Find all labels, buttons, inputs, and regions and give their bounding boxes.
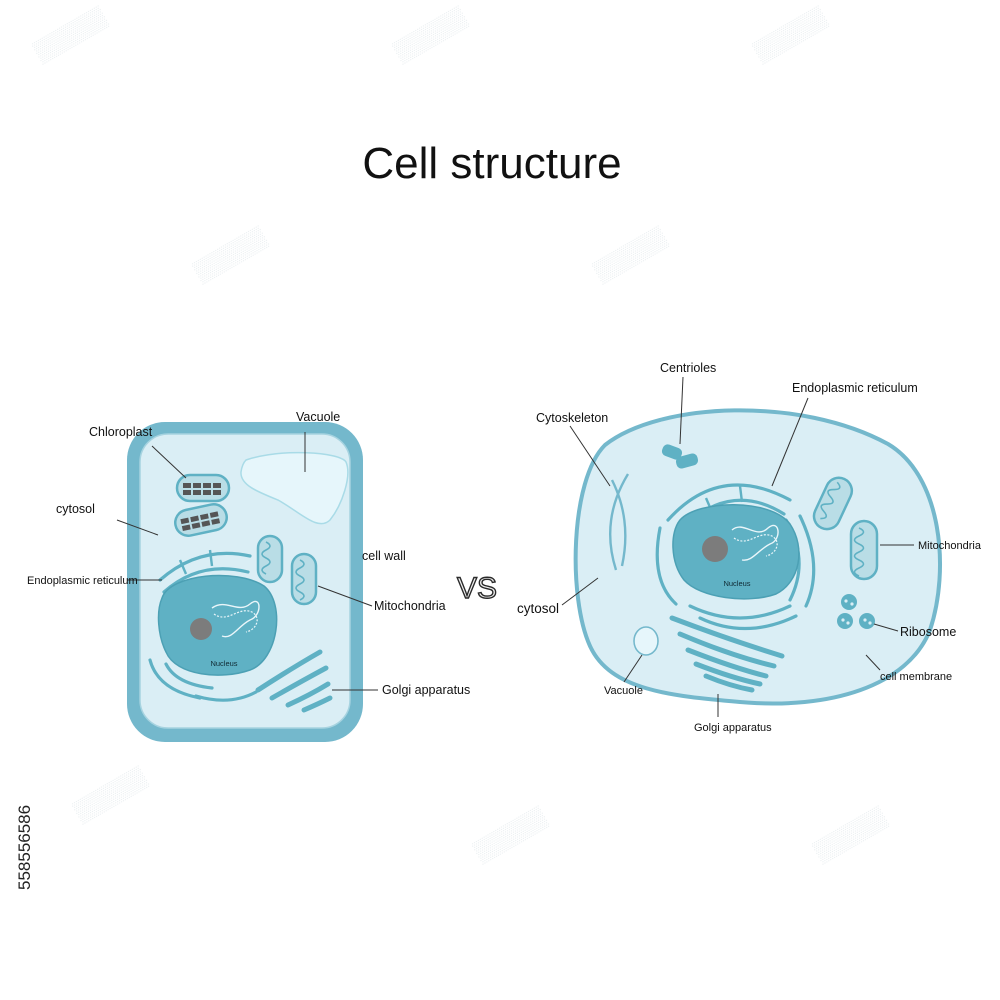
plant-mitochondrion <box>290 552 318 606</box>
plant-mitochondria-leader <box>317 585 373 607</box>
animal-ribosomes <box>837 594 875 629</box>
plant-endoplasmic-reticulum <box>148 549 258 702</box>
svg-text:▒▒▒▒▒: ▒▒▒▒▒ <box>750 4 831 66</box>
plant-chloroplast-label: Chloroplast <box>89 425 153 439</box>
animal-mitochondrion <box>849 519 879 581</box>
plant-vacuole <box>240 451 349 525</box>
animal-cytosol-leader <box>561 577 599 606</box>
plant-cytosol-label: cytosol <box>56 502 95 516</box>
plant-golgi-apparatus <box>255 649 333 713</box>
animal-cytosol-label: cytosol <box>517 601 559 616</box>
animal-golgi-label: Golgi apparatus <box>694 722 772 734</box>
animal-cell-membrane-label: cell membrane <box>880 671 952 683</box>
svg-text:▒▒▒▒▒: ▒▒▒▒▒ <box>470 804 551 866</box>
animal-vacuole-leader <box>623 654 643 683</box>
animal-mitochondria-label: Mitochondria <box>918 540 982 552</box>
animal-centrioles-label: Centrioles <box>660 361 716 375</box>
vs-label: VS <box>457 572 497 605</box>
animal-cytoskeleton <box>610 479 627 567</box>
animal-er-label: Endoplasmic reticulum <box>792 381 918 395</box>
plant-nucleus: Nucleus <box>157 574 278 676</box>
plant-chloroplast-leader <box>151 445 187 479</box>
animal-cell: Nucleus <box>517 361 982 734</box>
animal-ribosome-leader <box>873 623 899 632</box>
plant-vacuole-label: Vacuole <box>296 410 340 424</box>
animal-cell-membrane-leader <box>865 654 881 671</box>
plant-nucleolus <box>190 618 212 640</box>
animal-nucleolus <box>702 536 728 562</box>
animal-vacuole-label: Vacuole <box>604 685 643 697</box>
animal-cytoskeleton <box>608 473 630 571</box>
plant-golgi-label: Golgi apparatus <box>382 683 470 697</box>
svg-text:▒▒▒▒▒: ▒▒▒▒▒ <box>390 4 471 66</box>
animal-vacuole <box>633 626 659 656</box>
svg-text:▒▒▒▒▒: ▒▒▒▒▒ <box>30 4 111 66</box>
animal-golgi-apparatus <box>669 615 785 693</box>
plant-cell: Nucleus Chloroplast Vacuole cytosol cell… <box>27 410 470 742</box>
stock-id: 558556586 <box>15 805 34 890</box>
animal-nucleus-label: Nucleus <box>723 579 750 588</box>
animal-er-leader <box>771 397 809 487</box>
plant-cytosol-leader <box>116 519 159 536</box>
animal-cytoskeleton-leader <box>569 425 611 487</box>
plant-nucleus-label: Nucleus <box>210 659 237 668</box>
animal-nucleus: Nucleus <box>672 504 800 600</box>
plant-mitochondrion <box>256 534 284 584</box>
chloroplast <box>175 473 231 503</box>
animal-cytoskeleton-label: Cytoskeleton <box>536 411 608 425</box>
animal-centrioles <box>661 444 699 469</box>
svg-text:▒▒▒▒▒: ▒▒▒▒▒ <box>810 804 891 866</box>
diagram-title: Cell structure <box>362 139 621 188</box>
svg-text:▒▒▒▒▒: ▒▒▒▒▒ <box>70 764 151 826</box>
svg-text:▒▒▒▒▒: ▒▒▒▒▒ <box>190 224 271 286</box>
chloroplast <box>174 503 228 537</box>
animal-mitochondrion <box>812 476 854 531</box>
animal-centrioles-leader <box>679 376 684 445</box>
plant-er-label: Endoplasmic reticulum <box>27 575 138 587</box>
animal-ribosome-label: Ribosome <box>900 625 956 639</box>
plant-cell-wall-label: cell wall <box>362 549 406 563</box>
plant-mitochondria-label: Mitochondria <box>374 599 446 613</box>
svg-text:▒▒▒▒▒: ▒▒▒▒▒ <box>590 224 671 286</box>
